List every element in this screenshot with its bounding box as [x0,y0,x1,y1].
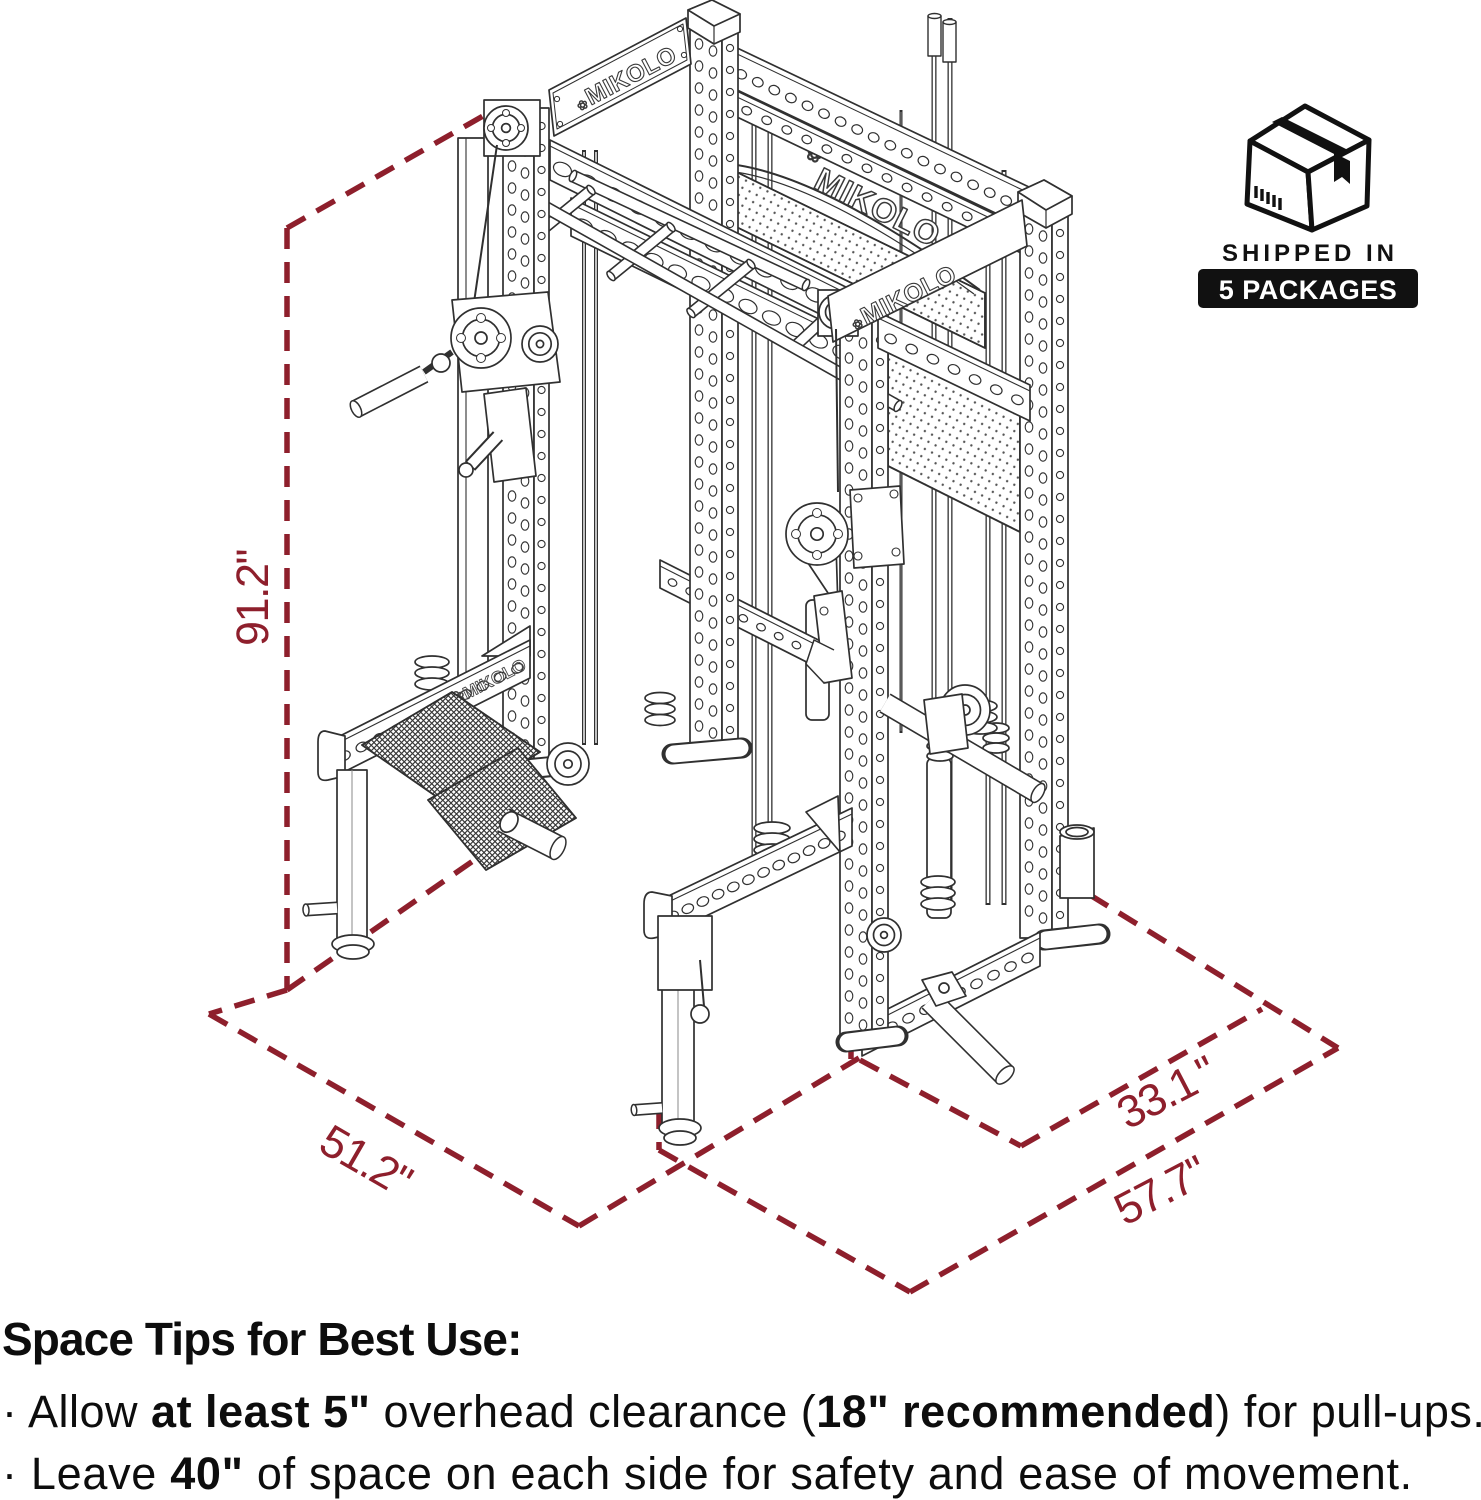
svg-text:91.2": 91.2" [227,549,278,646]
svg-text:· Leave 40" of space on each s: · Leave 40" of space on each side for sa… [2,1448,1413,1499]
svg-text:SHIPPED IN: SHIPPED IN [1222,240,1398,267]
svg-text:Space Tips for Best Use:: Space Tips for Best Use: [2,1313,522,1365]
svg-text:· Allow at least 5" overhead c: · Allow at least 5" overhead clearance (… [2,1386,1481,1437]
svg-text:5 PACKAGES: 5 PACKAGES [1219,275,1398,305]
